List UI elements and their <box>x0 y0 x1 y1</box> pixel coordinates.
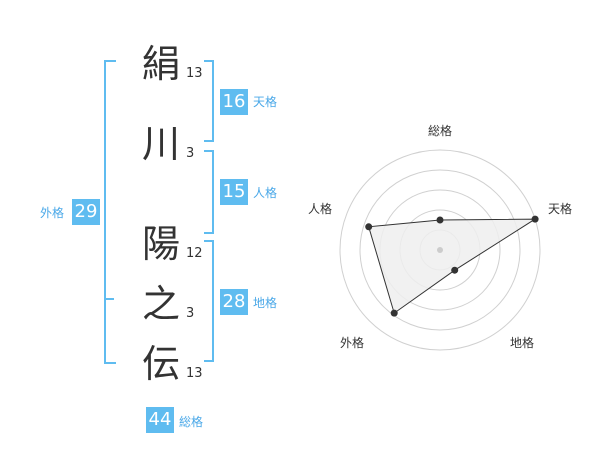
radar-score-polygon <box>368 218 537 314</box>
soukaku-value: 44 <box>146 407 174 433</box>
radar-axis-label-gaikaku: 外格 <box>340 336 365 350</box>
chikaku-label: 地格 <box>253 296 278 310</box>
stroke-count-2: 3 <box>186 146 195 161</box>
tenkaku-bracket <box>204 60 214 142</box>
radar-point-3 <box>451 266 459 274</box>
radar-axis-label-jinkaku: 人格 <box>308 202 333 216</box>
gaikaku-value: 29 <box>72 199 100 225</box>
stroke-count-4: 3 <box>186 306 195 321</box>
tenkaku-value: 16 <box>220 89 248 115</box>
radar-axis-label-chikaku: 地格 <box>510 336 535 350</box>
gaikaku-bracket-mid <box>104 298 114 300</box>
chikaku-bracket <box>204 240 214 362</box>
stroke-count-3: 12 <box>186 246 203 261</box>
gaikaku-label: 外格 <box>40 206 65 220</box>
jinkaku-label: 人格 <box>253 186 278 200</box>
gaikaku-bracket <box>104 60 116 364</box>
radar-axis-label-tenkaku: 天格 <box>548 202 573 216</box>
stroke-count-1: 13 <box>186 66 203 81</box>
stroke-count-5: 13 <box>186 366 203 381</box>
radar-axis-label-soukaku: 総格 <box>428 124 453 138</box>
chikaku-value: 28 <box>220 289 248 315</box>
name-char-1: 絹 <box>141 42 180 86</box>
radar-center-dot <box>437 247 443 253</box>
radar-point-2 <box>531 215 539 223</box>
name-char-5: 伝 <box>141 342 180 386</box>
jinkaku-bracket <box>204 150 214 234</box>
name-char-2: 川 <box>141 122 180 166</box>
name-char-4: 之 <box>141 282 180 326</box>
jinkaku-value: 15 <box>220 179 248 205</box>
radar-grid-ring-5 <box>339 149 541 351</box>
soukaku-label: 総格 <box>179 415 204 429</box>
radar-grid-ring-4 <box>359 169 521 331</box>
tenkaku-label: 天格 <box>253 95 278 109</box>
radar-point-5 <box>365 223 373 231</box>
name-char-3: 陽 <box>141 222 180 266</box>
radar-point-4 <box>390 309 398 317</box>
radar-point-1 <box>436 216 444 224</box>
